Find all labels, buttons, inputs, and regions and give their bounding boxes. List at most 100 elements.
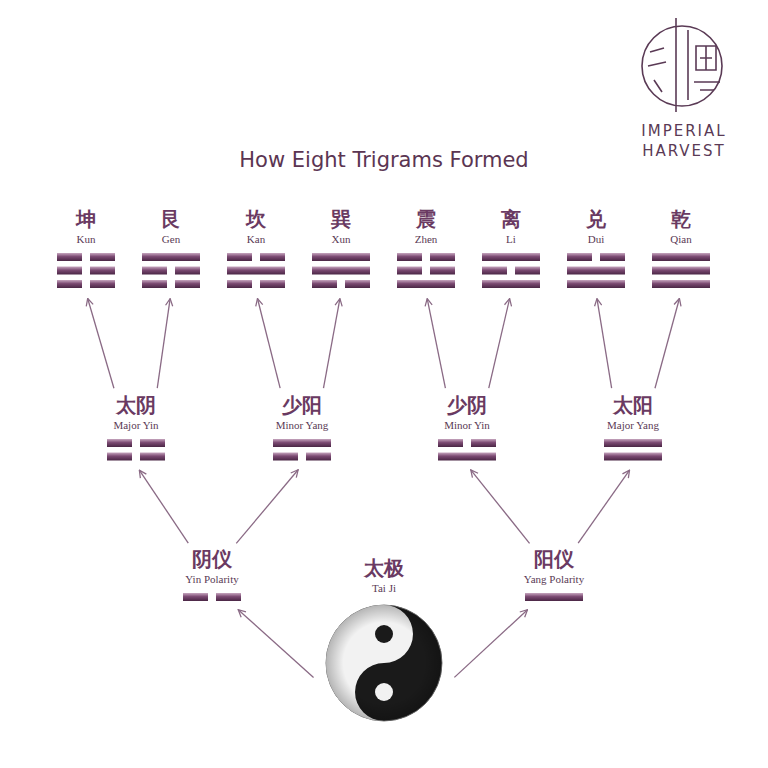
yang-line bbox=[312, 267, 370, 275]
pinyin-name: Dui bbox=[588, 233, 605, 246]
yin-line bbox=[142, 280, 167, 288]
yang-line bbox=[652, 280, 710, 288]
pinyin-name: Zhen bbox=[415, 233, 438, 246]
growth-arrow bbox=[578, 470, 629, 543]
yao-lines bbox=[56, 252, 116, 293]
yin-line bbox=[438, 439, 463, 447]
yang-line bbox=[525, 593, 583, 601]
yin-line bbox=[175, 280, 200, 288]
growth-arrow bbox=[427, 299, 445, 389]
pinyin-name: Major Yang bbox=[607, 419, 659, 432]
yin-line bbox=[227, 253, 252, 261]
chinese-name: 少阴 bbox=[447, 394, 487, 417]
chinese-name: 巽 bbox=[331, 208, 351, 231]
yang-line bbox=[652, 253, 710, 261]
growth-arrow bbox=[471, 470, 530, 543]
yin-line bbox=[227, 280, 252, 288]
yin-line bbox=[567, 253, 592, 261]
chinese-name: 太阴 bbox=[116, 394, 156, 417]
yang-line bbox=[652, 267, 710, 275]
yang-line bbox=[142, 253, 200, 261]
growth-arrow bbox=[88, 298, 114, 388]
yin-line bbox=[430, 267, 455, 275]
yin-line bbox=[107, 439, 132, 447]
chinese-name: 阳仪 bbox=[534, 548, 574, 571]
yin-line bbox=[600, 253, 625, 261]
trigram-node: 阳仪 Yang Polarity bbox=[520, 548, 589, 606]
trigram-node: 太阳 Major Yang bbox=[599, 394, 667, 465]
yin-line bbox=[175, 267, 200, 275]
yin-line bbox=[471, 439, 496, 447]
trigram-node: 乾 Qian bbox=[647, 208, 715, 293]
taiji-node: 太极Tai Ji bbox=[318, 557, 450, 725]
yin-line bbox=[142, 267, 167, 275]
growth-arrow bbox=[454, 610, 527, 678]
pinyin-name: Tai Ji bbox=[372, 582, 396, 595]
chinese-name: 艮 bbox=[161, 208, 181, 231]
yin-line bbox=[273, 453, 298, 461]
yang-line bbox=[604, 453, 662, 461]
chinese-name: 坤 bbox=[76, 208, 96, 231]
chinese-name: 太阳 bbox=[613, 394, 653, 417]
yin-line bbox=[57, 280, 82, 288]
yang-line bbox=[482, 253, 540, 261]
yin-line bbox=[397, 253, 422, 261]
logo-mark bbox=[642, 18, 722, 112]
chinese-name: 震 bbox=[416, 208, 436, 231]
yin-line bbox=[57, 267, 82, 275]
trigram-node: 少阳Minor Yang bbox=[268, 394, 336, 465]
trigram-node: 太阴Major Yin bbox=[102, 394, 170, 465]
growth-arrow bbox=[323, 299, 339, 389]
yao-lines bbox=[524, 592, 584, 606]
chinese-name: 阴仪 bbox=[192, 548, 232, 571]
yin-line bbox=[260, 253, 285, 261]
yao-lines bbox=[651, 252, 711, 293]
trigram-node: 阴仪 Yin Polarity bbox=[178, 548, 246, 606]
yang-line bbox=[567, 267, 625, 275]
growth-arrow bbox=[139, 470, 188, 543]
yin-line bbox=[90, 267, 115, 275]
pinyin-name: Minor Yin bbox=[444, 419, 490, 432]
pinyin-name: Yin Polarity bbox=[185, 573, 238, 586]
yin-line bbox=[312, 280, 337, 288]
yin-line bbox=[107, 453, 132, 461]
yin-line bbox=[90, 280, 115, 288]
chinese-name: 乾 bbox=[671, 208, 691, 231]
yin-line bbox=[515, 267, 540, 275]
yin-line bbox=[140, 439, 165, 447]
yao-lines bbox=[272, 438, 332, 465]
trigram-node: 震 Zhen bbox=[392, 208, 460, 293]
growth-arrow bbox=[597, 299, 612, 388]
yin-line bbox=[260, 280, 285, 288]
yang-line bbox=[227, 267, 285, 275]
yang-line bbox=[312, 253, 370, 261]
trigram-node: 坤 Kun bbox=[52, 208, 120, 293]
trigram-node: 艮 Gen bbox=[137, 208, 205, 293]
yin-line bbox=[57, 253, 82, 261]
yang-line bbox=[397, 280, 455, 288]
yao-lines bbox=[182, 592, 242, 606]
chinese-name: 坎 bbox=[246, 208, 266, 231]
yang-line bbox=[438, 453, 496, 461]
trigram-node: 巽Xun bbox=[307, 208, 375, 293]
growth-arrow bbox=[238, 610, 313, 678]
pinyin-name: Li bbox=[506, 233, 516, 246]
chinese-name: 兑 bbox=[586, 208, 606, 231]
yao-lines bbox=[226, 252, 286, 293]
yao-lines bbox=[396, 252, 456, 293]
chinese-name: 离 bbox=[501, 208, 521, 231]
yao-lines bbox=[311, 252, 371, 293]
yang-line bbox=[273, 439, 331, 447]
yin-line bbox=[482, 267, 507, 275]
pinyin-name: Kun bbox=[77, 233, 96, 246]
pinyin-name: Gen bbox=[162, 233, 180, 246]
yin-line bbox=[345, 280, 370, 288]
pinyin-name: Yang Polarity bbox=[524, 573, 584, 586]
yao-lines bbox=[566, 252, 626, 293]
yao-lines bbox=[141, 252, 201, 293]
yin-yang-symbol bbox=[322, 601, 446, 725]
growth-arrow bbox=[236, 470, 298, 544]
pinyin-name: Qian bbox=[670, 233, 691, 246]
growth-arrow bbox=[157, 299, 170, 388]
